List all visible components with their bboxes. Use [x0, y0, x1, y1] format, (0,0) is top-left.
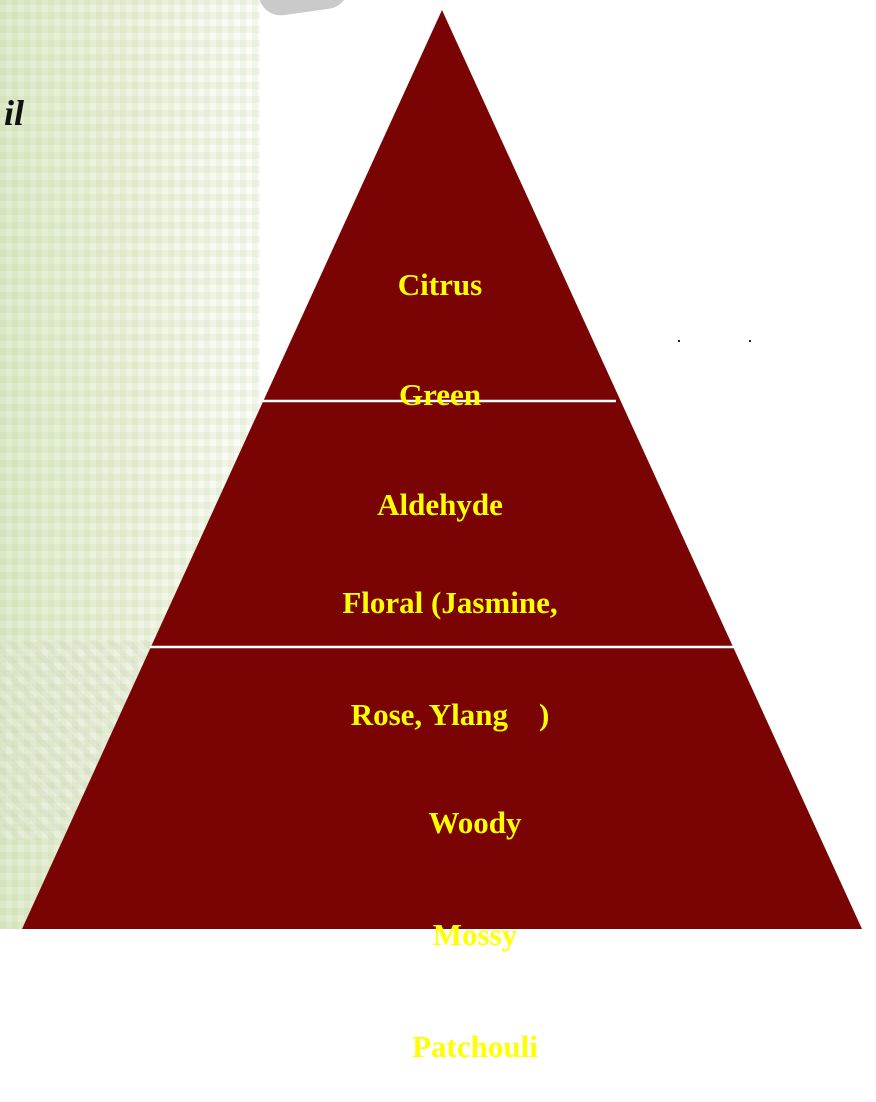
top-note-green: Green — [398, 376, 482, 412]
heart-note-line-2: Rose, Ylang ) — [350, 696, 550, 732]
base-note-woody: Woody — [428, 805, 522, 841]
heart-notes-label: Floral (Jasmine, Rose, Ylang ) — [280, 510, 620, 770]
base-note-patchouli: Patchouli — [412, 1028, 538, 1064]
heart-note-line-1: Floral (Jasmine, — [342, 585, 558, 621]
partial-heading-text: il — [4, 93, 25, 133]
top-note-citrus: Citrus — [397, 267, 483, 303]
pyramid-body — [22, 10, 862, 929]
base-note-mossy: Mossy — [432, 916, 518, 952]
stray-dot — [749, 340, 751, 342]
top-note-aldehyde: Aldehyde — [377, 486, 503, 522]
top-notes-label: Citrus Green Aldehyde — [340, 194, 540, 560]
stray-dot — [678, 340, 680, 342]
fragrance-pyramid — [22, 10, 862, 929]
base-notes-label: Woody Mossy Patchouli — [355, 730, 595, 1102]
